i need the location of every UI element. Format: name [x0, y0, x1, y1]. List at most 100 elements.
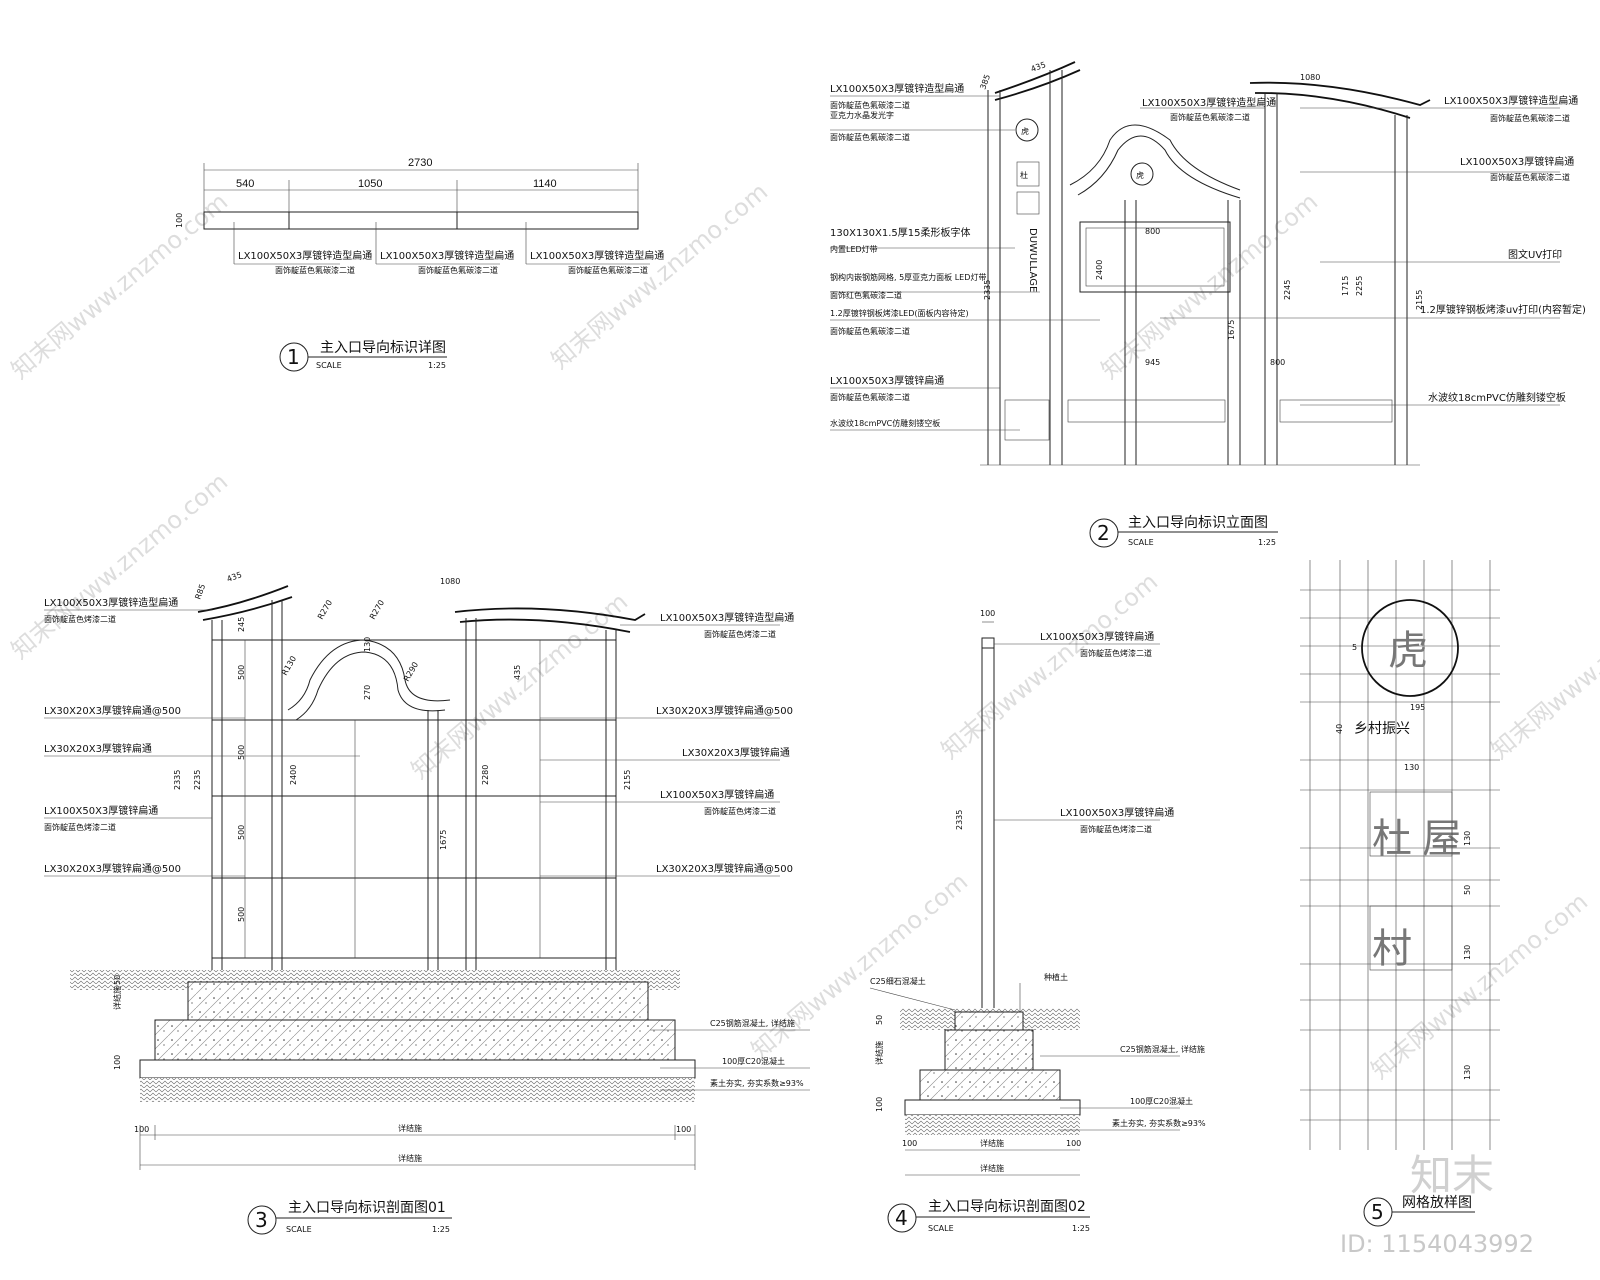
p3-found-note-2: 100厚C20混凝土 — [722, 1056, 785, 1066]
p2-left-note-9: 1.2厚镀锌钢板烤漆LED(面板内容待定) — [830, 308, 969, 318]
p4-blinding — [904, 1099, 1081, 1116]
p1-title: 主入口导向标识详图 — [320, 340, 446, 356]
p4-dim-detail-v: 详结施 — [874, 1041, 884, 1065]
p5-slogan: 乡村振兴 — [1354, 721, 1410, 737]
p2-dim-2400: 2400 — [1095, 260, 1104, 280]
p3-blinding — [139, 1059, 696, 1079]
p3-number-circle — [247, 1205, 277, 1235]
p4-note-2b: 面饰靛蓝色烤漆二道 — [1080, 824, 1152, 834]
p3-dim-270: 270 — [363, 685, 372, 700]
p3-left-note-1a: LX100X50X3厚镀锌造型扁通 — [44, 596, 178, 609]
p2-right-note-7: 水波纹18cmPVC仿雕刻镂空板 — [1428, 391, 1566, 404]
p3-found-note-3: 素土夯实, 夯实系数≥93% — [710, 1078, 804, 1088]
p4-scale: 1:25 — [1072, 1224, 1090, 1233]
watermark-2: 知末网www.znzmo.com — [546, 178, 773, 375]
p2-left-note-13: 水波纹18cmPVC仿雕刻镂空板 — [830, 418, 940, 428]
p5-dim-v130b: 130 — [1463, 945, 1472, 960]
watermark-4: 知末网www.znzmo.com — [406, 588, 633, 785]
p1-dim-total: 2730 — [408, 157, 432, 169]
p3-dim-245: 245 — [237, 617, 246, 632]
p1-dim-b: 1050 — [358, 178, 382, 190]
p3-dim-detail-a: 详结施 — [398, 1123, 422, 1133]
p3-dim-detail: 详结施 — [112, 986, 122, 1010]
p3-left-note-4a: LX100X50X3厚镀锌扁通 — [44, 804, 158, 817]
p2-dim-2245: 2245 — [1283, 280, 1292, 300]
p2-right-note-3: LX100X50X3厚镀锌扁通 — [1460, 155, 1574, 168]
p2-arch — [1069, 124, 1241, 191]
p2-emblem-char-mid: 虎 — [1136, 170, 1144, 180]
panel-5-grid-layout: 虎 乡村振兴 杜 屋 村 195 130 40 130 50 130 130 5… — [1300, 560, 1500, 1227]
p3-dim-435: 435 — [226, 570, 243, 584]
p2-wave-panel-right — [1279, 399, 1393, 423]
p3-dim-500b: 500 — [237, 745, 246, 760]
p3-dim-r130: R130 — [280, 654, 298, 677]
p4-dim-100a: 100 — [902, 1139, 917, 1148]
p3-dim-1080: 1080 — [440, 577, 460, 586]
p4-dim-h: 2335 — [955, 810, 964, 830]
p3-dim-100v: 100 — [113, 1055, 122, 1070]
p2-left-note-10: 面饰靛蓝色氟碳漆二道 — [830, 326, 910, 336]
watermark-6: 知末网www.znzmo.com — [1486, 568, 1600, 765]
p2-left-note-8: 面饰红色氟碳漆二道 — [830, 290, 902, 300]
p3-left-roof — [197, 585, 293, 621]
p1-dim-c: 1140 — [533, 178, 557, 190]
p4-dim-detail-b: 详结施 — [980, 1163, 1004, 1173]
panel-2-elevation: 虎 虎 杜 DUWULLAGE LX100X50X3厚镀锌造型扁通 面饰靛蓝色氟… — [830, 60, 1586, 548]
p5-grid — [1300, 560, 1500, 1150]
p3-dim-2280: 2280 — [481, 765, 490, 785]
p2-mid-note-1: LX100X50X3厚镀锌造型扁通 — [1142, 96, 1276, 109]
p2-left-note-4: 面饰靛蓝色氟碳漆二道 — [830, 132, 910, 142]
p4-note-1b: 面饰靛蓝色烤漆二道 — [1080, 648, 1152, 658]
p2-wave-panel-left — [1004, 399, 1050, 441]
p5-dim-5: 5 — [1352, 643, 1357, 652]
p2-dim-1715: 1715 — [1341, 276, 1350, 296]
p3-subsoil — [140, 1078, 695, 1102]
p5-emblem-char: 虎 — [1388, 628, 1428, 674]
p3-right-note-4a: LX100X50X3厚镀锌扁通 — [660, 788, 774, 801]
p4-note-2a: LX100X50X3厚镀锌扁通 — [1060, 806, 1174, 819]
p2-left-note-7: 钢构内嵌钢筋网格, 5厚亚克力面板 LED灯带 — [830, 272, 986, 282]
p2-right-note-5: 图文UV打印 — [1508, 248, 1562, 261]
p2-title: 主入口导向标识立面图 — [1128, 515, 1268, 531]
p1-scale: 1:25 — [428, 361, 446, 370]
p3-left-note-3: LX30X20X3厚镀锌扁通 — [44, 742, 152, 755]
p4-subsoil — [905, 1115, 1080, 1135]
p2-left-note-5: 130X130X1.5厚15柔形板字体 — [830, 226, 971, 239]
p4-dim-detail-a: 详结施 — [980, 1138, 1004, 1148]
watermark-1: 知末网www.znzmo.com — [6, 188, 233, 385]
p3-footing-upper — [187, 981, 649, 1021]
p5-emblem-circle — [1361, 599, 1459, 697]
p3-dim-500d: 500 — [237, 907, 246, 922]
p2-dim-2335: 2335 — [983, 280, 992, 300]
p3-dim-500c: 500 — [237, 825, 246, 840]
p5-number: 5 — [1371, 1200, 1384, 1224]
p3-right-note-4b: 面饰靛蓝色烤漆二道 — [704, 806, 776, 816]
p3-scale: 1:25 — [432, 1225, 450, 1234]
p3-number: 3 — [255, 1208, 268, 1232]
p2-left-note-12: 面饰靛蓝色氟碳漆二道 — [830, 392, 910, 402]
p4-footing-base — [919, 1069, 1061, 1101]
p4-footing-mid — [944, 1029, 1034, 1071]
p2-right-roof — [1249, 81, 1431, 119]
p2-right-note-6: 1.2厚镀锌钢板烤漆uv打印(内容暂定) — [1420, 303, 1586, 316]
p3-dim-435: 435 — [513, 665, 522, 680]
p3-right-roof — [454, 607, 646, 633]
watermark-5: 知末网www.znzmo.com — [936, 568, 1163, 765]
p3-title: 主入口导向标识剖面图01 — [288, 1200, 446, 1216]
p2-dim-1675: 1675 — [1227, 320, 1236, 340]
p3-dim-b100a: 100 — [134, 1125, 149, 1134]
p4-title: 主入口导向标识剖面图02 — [928, 1199, 1086, 1215]
p1-beam-plan — [203, 211, 639, 230]
p5-dim-v130c: 130 — [1463, 1065, 1472, 1080]
p2-right-note-1: LX100X50X3厚镀锌造型扁通 — [1444, 94, 1578, 107]
p2-screen — [1079, 221, 1231, 293]
p1-note-1b: 面饰靛蓝色氟碳漆二道 — [275, 265, 355, 275]
p3-left-note-2: LX30X20X3厚镀锌扁通@500 — [44, 704, 181, 717]
p2-scale: 1:25 — [1258, 538, 1276, 547]
p2-right-note-2: 面饰靛蓝色氟碳漆二道 — [1490, 113, 1570, 123]
p1-note-3b: 面饰靛蓝色氟碳漆二道 — [568, 265, 648, 275]
panel-3-section-01: LX100X50X3厚镀锌造型扁通 面饰靛蓝色烤漆二道 LX30X20X3厚镀锌… — [44, 570, 810, 1235]
p2-dim-800b: 800 — [1270, 358, 1285, 367]
p2-dim-800: 800 — [1145, 227, 1160, 236]
p2-number: 2 — [1097, 521, 1110, 545]
